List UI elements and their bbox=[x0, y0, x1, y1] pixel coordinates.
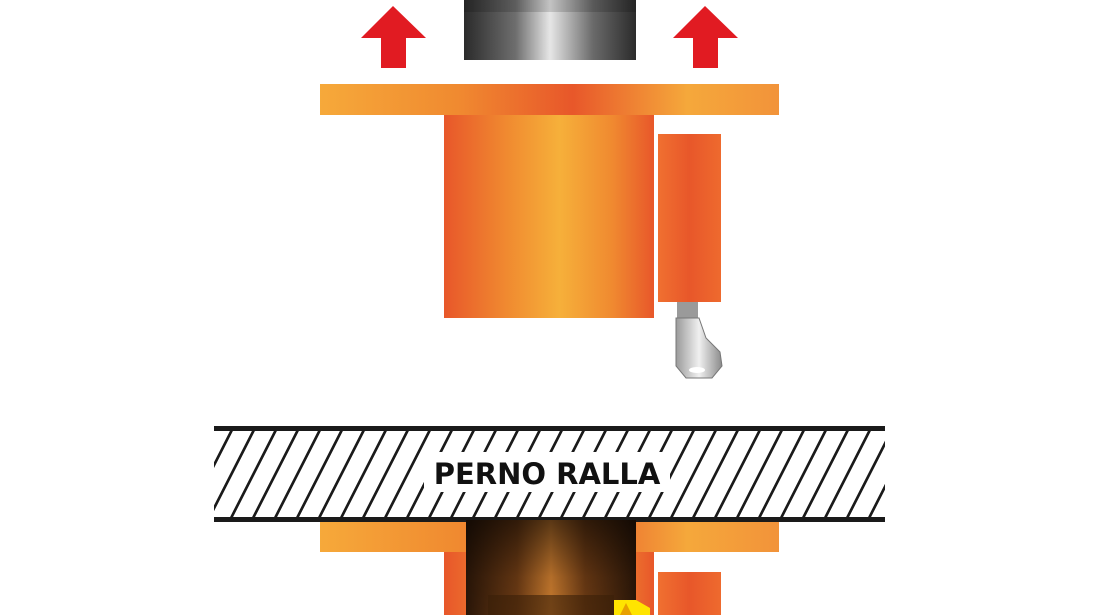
lock-body bbox=[444, 115, 654, 318]
arrow-up-icon-right bbox=[673, 6, 738, 68]
lock-cylinder-housing bbox=[658, 134, 721, 302]
arrow-up-icon-left bbox=[361, 6, 426, 68]
lock-flange-top bbox=[320, 84, 779, 115]
plate-label: PERNO RALLA bbox=[434, 457, 661, 491]
lock-installed bbox=[320, 520, 779, 615]
warning-indicator bbox=[614, 600, 650, 615]
kingpin-top bbox=[464, 0, 636, 60]
kingpin-plate: PERNO RALLA bbox=[214, 426, 885, 522]
key-icon bbox=[675, 302, 723, 379]
